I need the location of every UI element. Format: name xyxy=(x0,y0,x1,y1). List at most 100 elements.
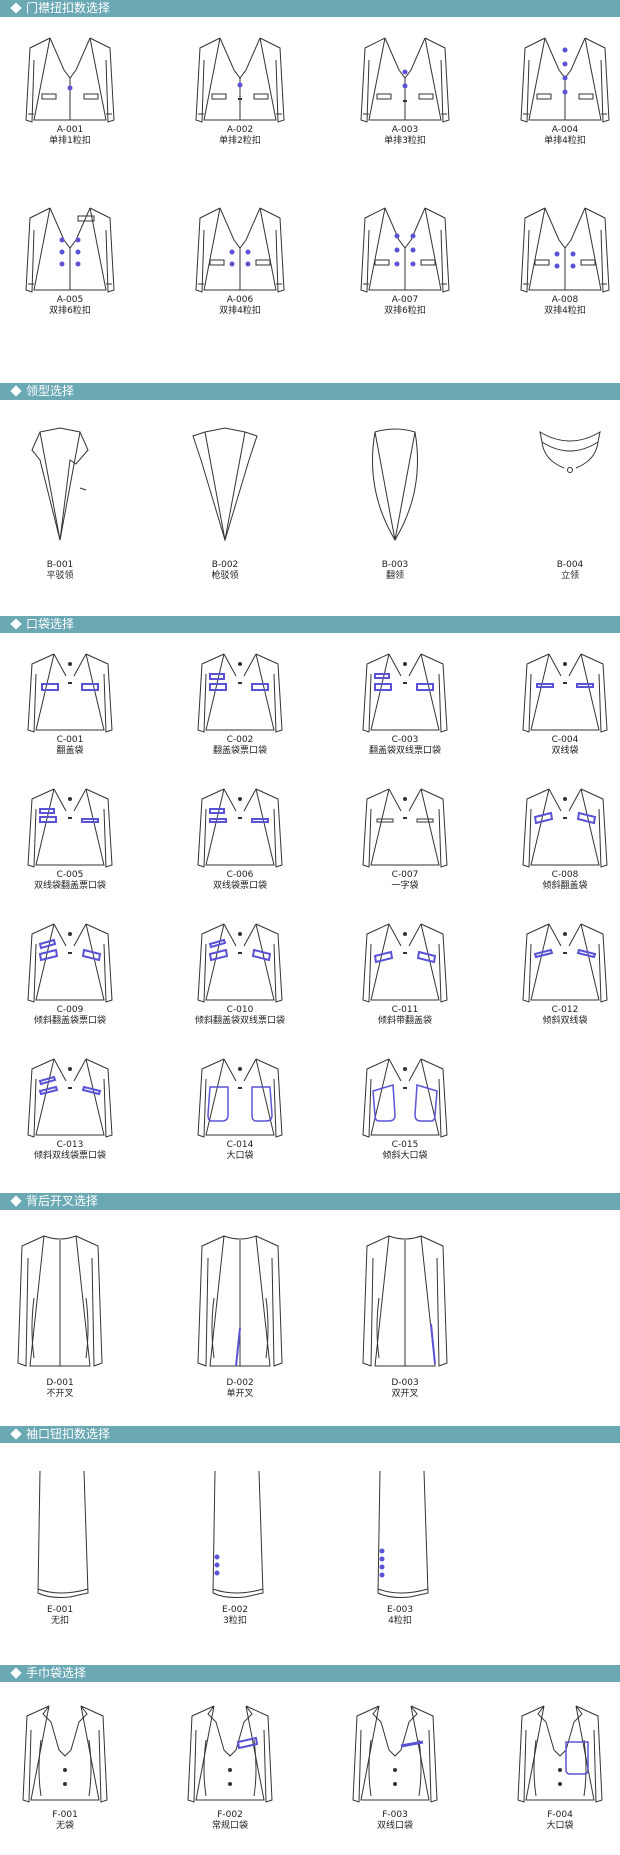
option-b-002[interactable]: B-002 枪驳领 xyxy=(165,420,285,582)
option-e-003[interactable]: E-003 4粒扣 xyxy=(340,1465,460,1627)
option-name: 平驳领 xyxy=(46,571,74,581)
option-c-001[interactable]: C-001 翻盖袋 xyxy=(10,650,130,757)
lapel-icon xyxy=(192,427,258,542)
option-c-014[interactable]: C-014 大口袋 xyxy=(180,1055,300,1162)
jacket-front-icon xyxy=(520,207,610,293)
section-header-placket: 门襟扭扣数选择 xyxy=(0,0,620,17)
option-code: B-002 xyxy=(211,560,239,570)
option-code: C-009 xyxy=(56,1005,84,1015)
option-a-004[interactable]: A-004 单排4粒扣 xyxy=(505,30,620,147)
option-name: 倾斜大口袋 xyxy=(382,1151,428,1161)
jacket-front-icon xyxy=(520,37,610,123)
option-c-009[interactable]: C-009 倾斜翻盖袋票口袋 xyxy=(10,920,130,1027)
option-code: F-003 xyxy=(382,1810,408,1820)
sleeve-icon xyxy=(37,1470,89,1598)
pocket-icon xyxy=(522,923,608,1003)
option-c-002[interactable]: C-002 翻盖袋票口袋 xyxy=(180,650,300,757)
section-header-cuff: 袖口钮扣数选择 xyxy=(0,1426,620,1443)
option-c-004[interactable]: C-004 双线袋 xyxy=(505,650,620,757)
option-c-005[interactable]: C-005 双线袋翻盖票口袋 xyxy=(10,785,130,892)
option-code: C-005 xyxy=(56,870,84,880)
option-name: 倾斜翻盖袋 xyxy=(542,881,588,891)
pocket-icon xyxy=(27,788,113,868)
option-d-001[interactable]: D-001 不开叉 xyxy=(0,1228,120,1400)
option-b-003[interactable]: B-003 翻领 xyxy=(335,420,455,582)
option-name: 单排1粒扣 xyxy=(49,136,91,146)
section-title: 手巾袋选择 xyxy=(26,1666,87,1680)
option-f-003[interactable]: F-003 双线口袋 xyxy=(335,1700,455,1832)
option-c-012[interactable]: C-012 倾斜双线袋 xyxy=(505,920,620,1027)
option-name: 不开叉 xyxy=(46,1389,74,1399)
jacket-back-icon xyxy=(362,1235,448,1367)
option-name: 翻盖袋 xyxy=(56,746,84,756)
option-a-002[interactable]: A-002 单排2粒扣 xyxy=(180,30,300,147)
section-header-vent: 背后开叉选择 xyxy=(0,1193,620,1210)
option-name: 大口袋 xyxy=(546,1821,574,1831)
option-d-002[interactable]: D-002 单开叉 xyxy=(180,1228,300,1400)
section-header-breast-pocket: 手巾袋选择 xyxy=(0,1665,620,1682)
option-c-003[interactable]: C-003 翻盖袋双线票口袋 xyxy=(345,650,465,757)
section-header-lapel: 领型选择 xyxy=(0,383,620,400)
option-name: 立领 xyxy=(560,571,579,581)
option-code: A-008 xyxy=(551,295,579,305)
jacket-back-icon xyxy=(17,1235,103,1367)
option-a-008[interactable]: A-008 双排4粒扣 xyxy=(505,200,620,317)
option-c-006[interactable]: C-006 双线袋票口袋 xyxy=(180,785,300,892)
option-a-001[interactable]: A-001 单排1粒扣 xyxy=(10,30,130,147)
jacket-front-icon xyxy=(352,1705,438,1803)
option-name: 无扣 xyxy=(50,1616,69,1626)
option-b-001[interactable]: B-001 平驳领 xyxy=(0,420,120,582)
option-name: 双线口袋 xyxy=(376,1821,413,1831)
option-b-004[interactable]: B-004 立领 xyxy=(510,420,620,582)
section-title: 领型选择 xyxy=(26,384,75,398)
option-name: 双线袋 xyxy=(551,746,579,756)
option-c-013[interactable]: C-013 倾斜双线袋票口袋 xyxy=(10,1055,130,1162)
option-name: 双线袋翻盖票口袋 xyxy=(33,881,106,891)
option-f-001[interactable]: F-001 无袋 xyxy=(5,1700,125,1832)
option-code: C-014 xyxy=(226,1140,254,1150)
option-f-004[interactable]: F-004 大口袋 xyxy=(500,1700,620,1832)
option-c-010[interactable]: C-010 倾斜翻盖袋双线票口袋 xyxy=(180,920,300,1027)
option-a-003[interactable]: A-003 单排3粒扣 xyxy=(345,30,465,147)
option-code: C-007 xyxy=(391,870,419,880)
option-code: A-005 xyxy=(56,295,84,305)
option-code: C-006 xyxy=(226,870,254,880)
option-code: D-001 xyxy=(46,1378,74,1388)
option-e-001[interactable]: E-001 无扣 xyxy=(0,1465,120,1627)
diamond-bullet-icon xyxy=(10,1428,22,1440)
pocket-icon xyxy=(197,653,283,733)
option-code: E-001 xyxy=(46,1605,74,1615)
option-a-005[interactable]: A-005 双排6粒扣 xyxy=(10,200,130,317)
option-code: E-002 xyxy=(221,1605,249,1615)
pocket-icon xyxy=(27,653,113,733)
option-code: B-004 xyxy=(556,560,584,570)
option-c-008[interactable]: C-008 倾斜翻盖袋 xyxy=(505,785,620,892)
option-a-006[interactable]: A-006 双排4粒扣 xyxy=(180,200,300,317)
jacket-front-icon xyxy=(360,37,450,123)
option-a-007[interactable]: A-007 双排6粒扣 xyxy=(345,200,465,317)
option-name: 单排2粒扣 xyxy=(219,136,261,146)
pocket-icon xyxy=(522,653,608,733)
option-e-002[interactable]: E-002 3粒扣 xyxy=(175,1465,295,1627)
diamond-bullet-icon xyxy=(10,1195,22,1207)
option-name: 一字袋 xyxy=(391,881,419,891)
option-f-002[interactable]: F-002 常规口袋 xyxy=(170,1700,290,1832)
option-name: 双排6粒扣 xyxy=(384,306,426,316)
stand-collar-icon xyxy=(539,430,601,473)
pocket-icon xyxy=(197,1058,283,1138)
option-name: 双排4粒扣 xyxy=(544,306,586,316)
option-name: 倾斜翻盖袋双线票口袋 xyxy=(194,1016,285,1026)
option-name: 3粒扣 xyxy=(223,1616,247,1626)
jacket-front-icon xyxy=(360,207,450,293)
option-c-011[interactable]: C-011 倾斜带翻盖袋 xyxy=(345,920,465,1027)
option-code: A-007 xyxy=(391,295,419,305)
option-c-015[interactable]: C-015 倾斜大口袋 xyxy=(345,1055,465,1162)
section-title: 口袋选择 xyxy=(26,617,75,631)
jacket-front-icon xyxy=(25,37,115,123)
option-c-007[interactable]: C-007 一字袋 xyxy=(345,785,465,892)
option-d-003[interactable]: D-003 双开叉 xyxy=(345,1228,465,1400)
pocket-icon xyxy=(362,788,448,868)
option-name: 双开叉 xyxy=(391,1389,419,1399)
option-code: A-004 xyxy=(551,125,579,135)
option-code: A-003 xyxy=(391,125,419,135)
